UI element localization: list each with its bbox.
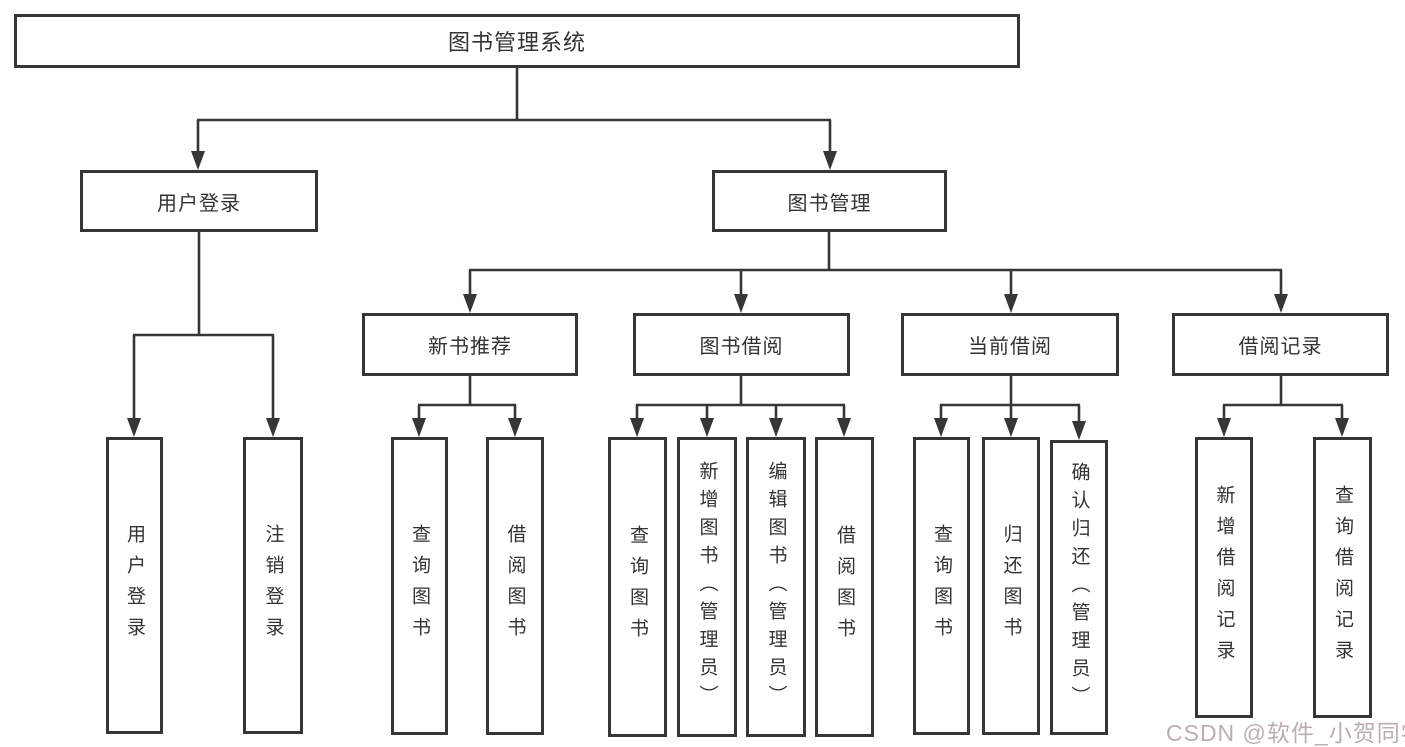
node-label: 新增图书（管理员）: [696, 461, 718, 713]
node-label: 用户登录: [157, 192, 241, 215]
node-label: 新增借阅记录: [1213, 484, 1235, 671]
node-label: 查询图书: [409, 524, 430, 648]
arrowhead: [412, 418, 426, 437]
node-cb-query-book: 查询图书: [913, 437, 970, 735]
connector-bookborrow-to-leaves: [630, 374, 851, 437]
node-label: 图书管理系统: [447, 30, 586, 55]
arrowhead: [734, 294, 748, 313]
arrowhead: [700, 418, 714, 437]
node-label: 查询借阅记录: [1332, 484, 1353, 671]
connector-userlogin-to-leaves: [127, 230, 280, 437]
node-user-login: 用户登录: [106, 437, 163, 734]
csdn-watermark: CSDN @软件_小贺同学: [1166, 720, 1405, 746]
node-label: 图书管理: [787, 192, 872, 215]
connector-currentborrow-to-leaves: [934, 374, 1086, 440]
node-label: 编辑图书（管理员）: [765, 461, 787, 713]
node-label: 借阅记录: [1238, 336, 1323, 358]
node-label: 当前借阅: [968, 336, 1052, 358]
node-label: 新书推荐: [428, 336, 512, 358]
node-nbr-query-book: 查询图书: [391, 437, 448, 735]
node-nbr-borrow-book: 借阅图书: [486, 437, 544, 735]
node-new-book-recommend: 新书推荐: [362, 313, 578, 376]
node-root: 图书管理系统: [14, 14, 1020, 68]
arrowhead: [837, 418, 851, 437]
arrowhead: [508, 418, 522, 437]
node-label: 注销登录: [262, 523, 284, 648]
arrowhead: [1004, 418, 1018, 437]
arrowhead: [1335, 418, 1349, 437]
connector-borrowrecord-to-leaves: [1217, 374, 1349, 437]
arrowhead: [630, 418, 644, 437]
arrowhead: [823, 151, 837, 170]
arrowhead: [463, 294, 477, 313]
node-br-add-record: 新增借阅记录: [1195, 437, 1253, 718]
node-label: 图书借阅: [699, 336, 784, 358]
node-cb-confirm-return: 确认归还（管理员）: [1050, 440, 1108, 735]
node-cb-return-book: 归还图书: [982, 437, 1040, 735]
node-current-borrow: 当前借阅: [901, 313, 1119, 376]
node-borrow-record: 借阅记录: [1172, 313, 1389, 376]
node-label: 查询图书: [931, 524, 952, 648]
node-logout: 注销登录: [243, 437, 303, 734]
node-bb-query-book: 查询图书: [608, 437, 667, 737]
node-label: 确认归还（管理员）: [1068, 461, 1090, 714]
node-label: 查询图书: [627, 525, 648, 649]
node-bb-borrow-book: 借阅图书: [815, 437, 874, 737]
arrowhead: [191, 151, 205, 170]
node-label: 借阅图书: [504, 524, 526, 648]
node-label: 用户登录: [124, 523, 145, 648]
node-user-login-group: 用户登录: [80, 170, 318, 232]
connector-root-to-level2: [191, 66, 837, 170]
arrowhead: [1217, 418, 1231, 437]
node-label: 归还图书: [1000, 524, 1022, 648]
node-bb-add-book: 新增图书（管理员）: [677, 437, 737, 737]
arrowhead: [127, 418, 141, 437]
arrowhead: [266, 418, 280, 437]
arrowhead: [769, 418, 783, 437]
arrowhead: [934, 418, 948, 437]
node-br-query-record: 查询借阅记录: [1313, 437, 1372, 718]
node-book-borrow: 图书借阅: [633, 313, 850, 376]
connector-bookmgmt-to-level3: [463, 230, 1288, 313]
node-label: 借阅图书: [834, 525, 855, 649]
arrowhead: [1072, 421, 1086, 440]
arrowhead: [1274, 294, 1288, 313]
node-bb-edit-book: 编辑图书（管理员）: [746, 437, 806, 737]
arrowhead: [1004, 294, 1018, 313]
node-book-management: 图书管理: [712, 170, 947, 232]
connector-newbook-to-leaves: [412, 374, 522, 437]
